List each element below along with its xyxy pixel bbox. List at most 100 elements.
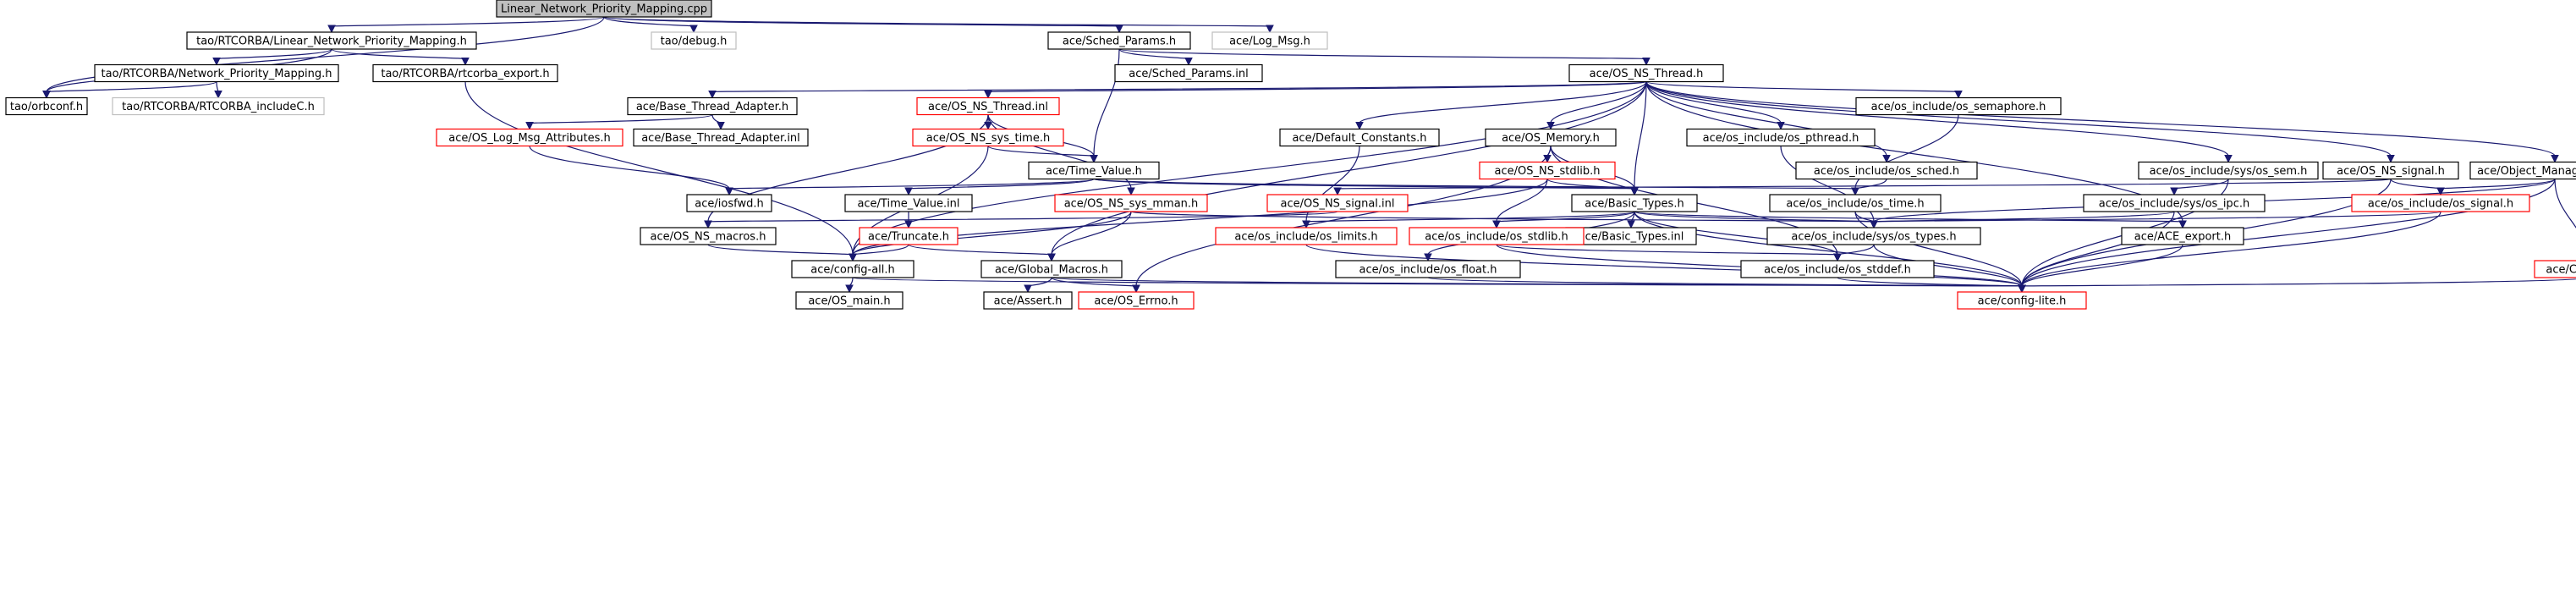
node-box[interactable]	[2534, 260, 2576, 278]
node-box[interactable]	[640, 227, 777, 245]
node-box[interactable]	[2083, 194, 2266, 212]
node-config-all-h[interactable]: ace/config-all.h	[791, 260, 915, 278]
node-cleanup-h[interactable]: ace/Cleanup.h	[2534, 260, 2576, 278]
node-rtcorba-export-h[interactable]: tao/RTCORBA/rtcorba_export.h	[372, 63, 558, 83]
node-box[interactable]	[1409, 227, 1585, 245]
node-box[interactable]	[1266, 194, 1409, 212]
node-iosfwd-h[interactable]: ace/iosfwd.h	[686, 194, 772, 212]
node-box[interactable]	[627, 96, 798, 116]
node-box[interactable]	[94, 63, 339, 83]
node-lnpm-h[interactable]: tao/RTCORBA/Linear_Network_Priority_Mapp…	[186, 31, 477, 50]
node-box[interactable]	[791, 260, 915, 278]
node-default-constants-h[interactable]: ace/Default_Constants.h	[1279, 128, 1440, 147]
node-os-time-h[interactable]: ace/os_include/os_time.h	[1769, 194, 1942, 212]
node-box[interactable]	[983, 291, 1073, 310]
node-os-ns-sys-time-h[interactable]: ace/OS_NS_sys_time.h	[912, 128, 1064, 147]
node-os-log-msg-attr-h[interactable]: ace/OS_Log_Msg_Attributes.h	[436, 128, 623, 147]
node-box[interactable]	[2351, 194, 2530, 212]
node-box[interactable]	[912, 128, 1064, 147]
node-npm-h[interactable]: tao/RTCORBA/Network_Priority_Mapping.h	[94, 63, 339, 83]
node-assert-h[interactable]: ace/Assert.h	[983, 291, 1073, 310]
node-box[interactable]	[795, 291, 904, 310]
node-box[interactable]	[112, 96, 325, 116]
node-box[interactable]	[436, 128, 623, 147]
node-box[interactable]	[1054, 194, 1208, 212]
node-os-stddef-h[interactable]: ace/os_include/os_stddef.h	[1740, 260, 1935, 278]
node-time-value-inl[interactable]: ace/Time_Value.inl	[844, 194, 973, 212]
node-box[interactable]	[1211, 31, 1328, 50]
node-box[interactable]	[1485, 128, 1617, 147]
node-os-sys-sem-h[interactable]: ace/os_include/sys/os_sem.h	[2138, 161, 2319, 180]
node-box[interactable]	[1279, 128, 1440, 147]
node-box[interactable]	[1114, 63, 1263, 83]
node-root[interactable]: Linear_Network_Priority_Mapping.cpp	[496, 0, 712, 18]
node-box[interactable]	[372, 63, 558, 83]
node-box[interactable]	[5, 96, 88, 116]
node-os-errno-h[interactable]: ace/OS_Errno.h	[1078, 291, 1195, 310]
node-debug-h[interactable]: tao/debug.h	[651, 31, 737, 50]
node-box[interactable]	[1479, 161, 1616, 180]
node-base-thread-adapter-inl[interactable]: ace/Base_Thread_Adapter.inl	[633, 128, 809, 147]
node-box[interactable]	[1335, 260, 1521, 278]
node-box[interactable]	[1215, 227, 1398, 245]
edge-lnpm_h-to-npm_h	[216, 48, 332, 60]
node-box[interactable]	[2469, 161, 2576, 180]
node-box[interactable]	[1028, 161, 1160, 180]
node-log-msg-h[interactable]: ace/Log_Msg.h	[1211, 31, 1328, 50]
node-object-manager-base-h[interactable]: ace/Object_Manager_Base.h	[2469, 161, 2576, 180]
node-os-limits-h[interactable]: ace/os_include/os_limits.h	[1215, 227, 1398, 245]
node-box[interactable]	[980, 260, 1123, 278]
node-time-value-h[interactable]: ace/Time_Value.h	[1028, 161, 1160, 180]
node-box[interactable]	[916, 96, 1060, 116]
node-os-ns-signal-h[interactable]: ace/OS_NS_signal.h	[2322, 161, 2459, 180]
node-box[interactable]	[1568, 63, 1724, 83]
node-box[interactable]	[2322, 161, 2459, 180]
node-box[interactable]	[1769, 194, 1942, 212]
node-box[interactable]	[1855, 96, 2062, 116]
node-os-pthread-h[interactable]: ace/os_include/os_pthread.h	[1686, 128, 1876, 147]
node-box[interactable]	[633, 128, 809, 147]
node-box[interactable]	[1957, 291, 2087, 310]
node-os-ns-stdlib-h[interactable]: ace/OS_NS_stdlib.h	[1479, 161, 1616, 180]
node-os-signal-h[interactable]: ace/os_include/os_signal.h	[2351, 194, 2530, 212]
node-ace-export-h[interactable]: ace/ACE_export.h	[2121, 227, 2244, 245]
node-box[interactable]	[2121, 227, 2244, 245]
node-box[interactable]	[1740, 260, 1935, 278]
node-os-ns-thread-inl[interactable]: ace/OS_NS_Thread.inl	[916, 96, 1060, 116]
node-sched-params-h[interactable]: ace/Sched_Params.h	[1047, 31, 1191, 50]
node-box[interactable]	[186, 31, 477, 50]
node-rtcorba-includec-h[interactable]: tao/RTCORBA/RTCORBA_includeC.h	[112, 96, 325, 116]
node-box[interactable]	[651, 31, 737, 50]
node-basic-types-h[interactable]: ace/Basic_Types.h	[1571, 194, 1698, 212]
node-box[interactable]	[1766, 227, 1981, 245]
node-os-stdlib-h[interactable]: ace/os_include/os_stdlib.h	[1409, 227, 1585, 245]
node-box[interactable]	[1686, 128, 1876, 147]
node-basic-types-inl[interactable]: ace/Basic_Types.inl	[1565, 227, 1697, 245]
node-box[interactable]	[686, 194, 772, 212]
node-os-sched-h[interactable]: ace/os_include/os_sched.h	[1795, 161, 1978, 180]
node-os-ns-signal-inl[interactable]: ace/OS_NS_signal.inl	[1266, 194, 1409, 212]
node-base-thread-adapter-h[interactable]: ace/Base_Thread_Adapter.h	[627, 96, 798, 116]
node-os-main-h[interactable]: ace/OS_main.h	[795, 291, 904, 310]
node-os-memory-h[interactable]: ace/OS_Memory.h	[1485, 128, 1617, 147]
node-config-lite-h[interactable]: ace/config-lite.h	[1957, 291, 2087, 310]
node-os-sys-ipc-h[interactable]: ace/os_include/sys/os_ipc.h	[2083, 194, 2266, 212]
node-box[interactable]	[1571, 194, 1698, 212]
node-global-macros-h[interactable]: ace/Global_Macros.h	[980, 260, 1123, 278]
node-os-ns-macros-h[interactable]: ace/OS_NS_macros.h	[640, 227, 777, 245]
node-box[interactable]	[1795, 161, 1978, 180]
node-box[interactable]	[1047, 31, 1191, 50]
node-os-ns-sys-mman-h[interactable]: ace/OS_NS_sys_mman.h	[1054, 194, 1208, 212]
node-box[interactable]	[844, 194, 973, 212]
node-box[interactable]	[1078, 291, 1195, 310]
node-box[interactable]	[859, 227, 958, 245]
node-sched-params-inl[interactable]: ace/Sched_Params.inl	[1114, 63, 1263, 83]
node-os-sys-types-h[interactable]: ace/os_include/sys/os_types.h	[1766, 227, 1981, 245]
node-orbconf-h[interactable]: tao/orbconf.h	[5, 96, 88, 116]
node-truncate-h[interactable]: ace/Truncate.h	[859, 227, 958, 245]
node-os-ns-thread-h[interactable]: ace/OS_NS_Thread.h	[1568, 63, 1724, 83]
node-box[interactable]	[496, 0, 712, 18]
node-os-float-h[interactable]: ace/os_include/os_float.h	[1335, 260, 1521, 278]
node-os-semaphore-h[interactable]: ace/os_include/os_semaphore.h	[1855, 96, 2062, 116]
node-box[interactable]	[2138, 161, 2319, 180]
